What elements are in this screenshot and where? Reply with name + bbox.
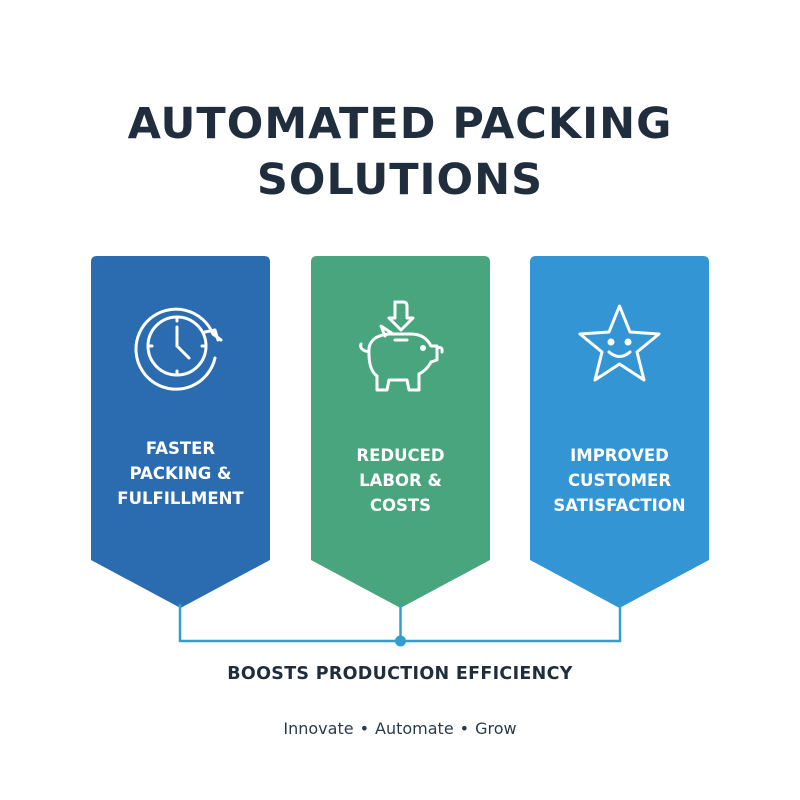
banner-label-line: COSTS <box>369 496 432 515</box>
banner-label: IMPROVED CUSTOMER SATISFACTION <box>538 443 701 518</box>
banner-label: FASTER PACKING & FULFILLMENT <box>99 436 262 511</box>
connector-node <box>395 635 406 647</box>
tagline-separator: • <box>459 719 470 738</box>
banner-label-line: CUSTOMER <box>567 471 672 490</box>
banner-shape <box>530 256 709 608</box>
connector-lines <box>178 604 622 647</box>
clock-refresh-icon <box>134 307 223 391</box>
banner-faster-packing: FASTER PACKING & FULFILLMENT <box>91 256 270 608</box>
piggy-bank-icon <box>359 300 444 392</box>
banner-label: REDUCED LABOR & COSTS <box>319 443 482 518</box>
title-line-1: AUTOMATED PACKING <box>127 99 673 149</box>
summary-caption: BOOSTS PRODUCTION EFFICIENCY <box>227 664 573 684</box>
smiling-star-icon <box>578 304 661 382</box>
tagline: Innovate • Automate • Grow <box>0 719 800 738</box>
tagline-separator: • <box>359 719 370 738</box>
tagline-item: Automate <box>375 719 454 738</box>
banner-label-line: FULFILLMENT <box>117 489 244 508</box>
banner-improved-satisfaction: IMPROVED CUSTOMER SATISFACTION <box>530 256 709 608</box>
banner-reduced-costs: REDUCED LABOR & COSTS <box>311 256 490 608</box>
banner-shape <box>311 256 490 608</box>
banner-label-line: REDUCED <box>356 446 445 465</box>
tagline-item: Grow <box>475 719 517 738</box>
banner-label-line: LABOR & <box>359 471 442 490</box>
title-line-2: SOLUTIONS <box>256 155 544 205</box>
banner-label-line: PACKING & <box>129 464 232 483</box>
banner-label-line: FASTER <box>145 439 216 458</box>
banner-label-line: IMPROVED <box>570 446 669 465</box>
banner-label-line: SATISFACTION <box>553 496 686 515</box>
page-title: AUTOMATED PACKING SOLUTIONS <box>0 96 800 208</box>
tagline-item: Innovate <box>283 719 354 738</box>
